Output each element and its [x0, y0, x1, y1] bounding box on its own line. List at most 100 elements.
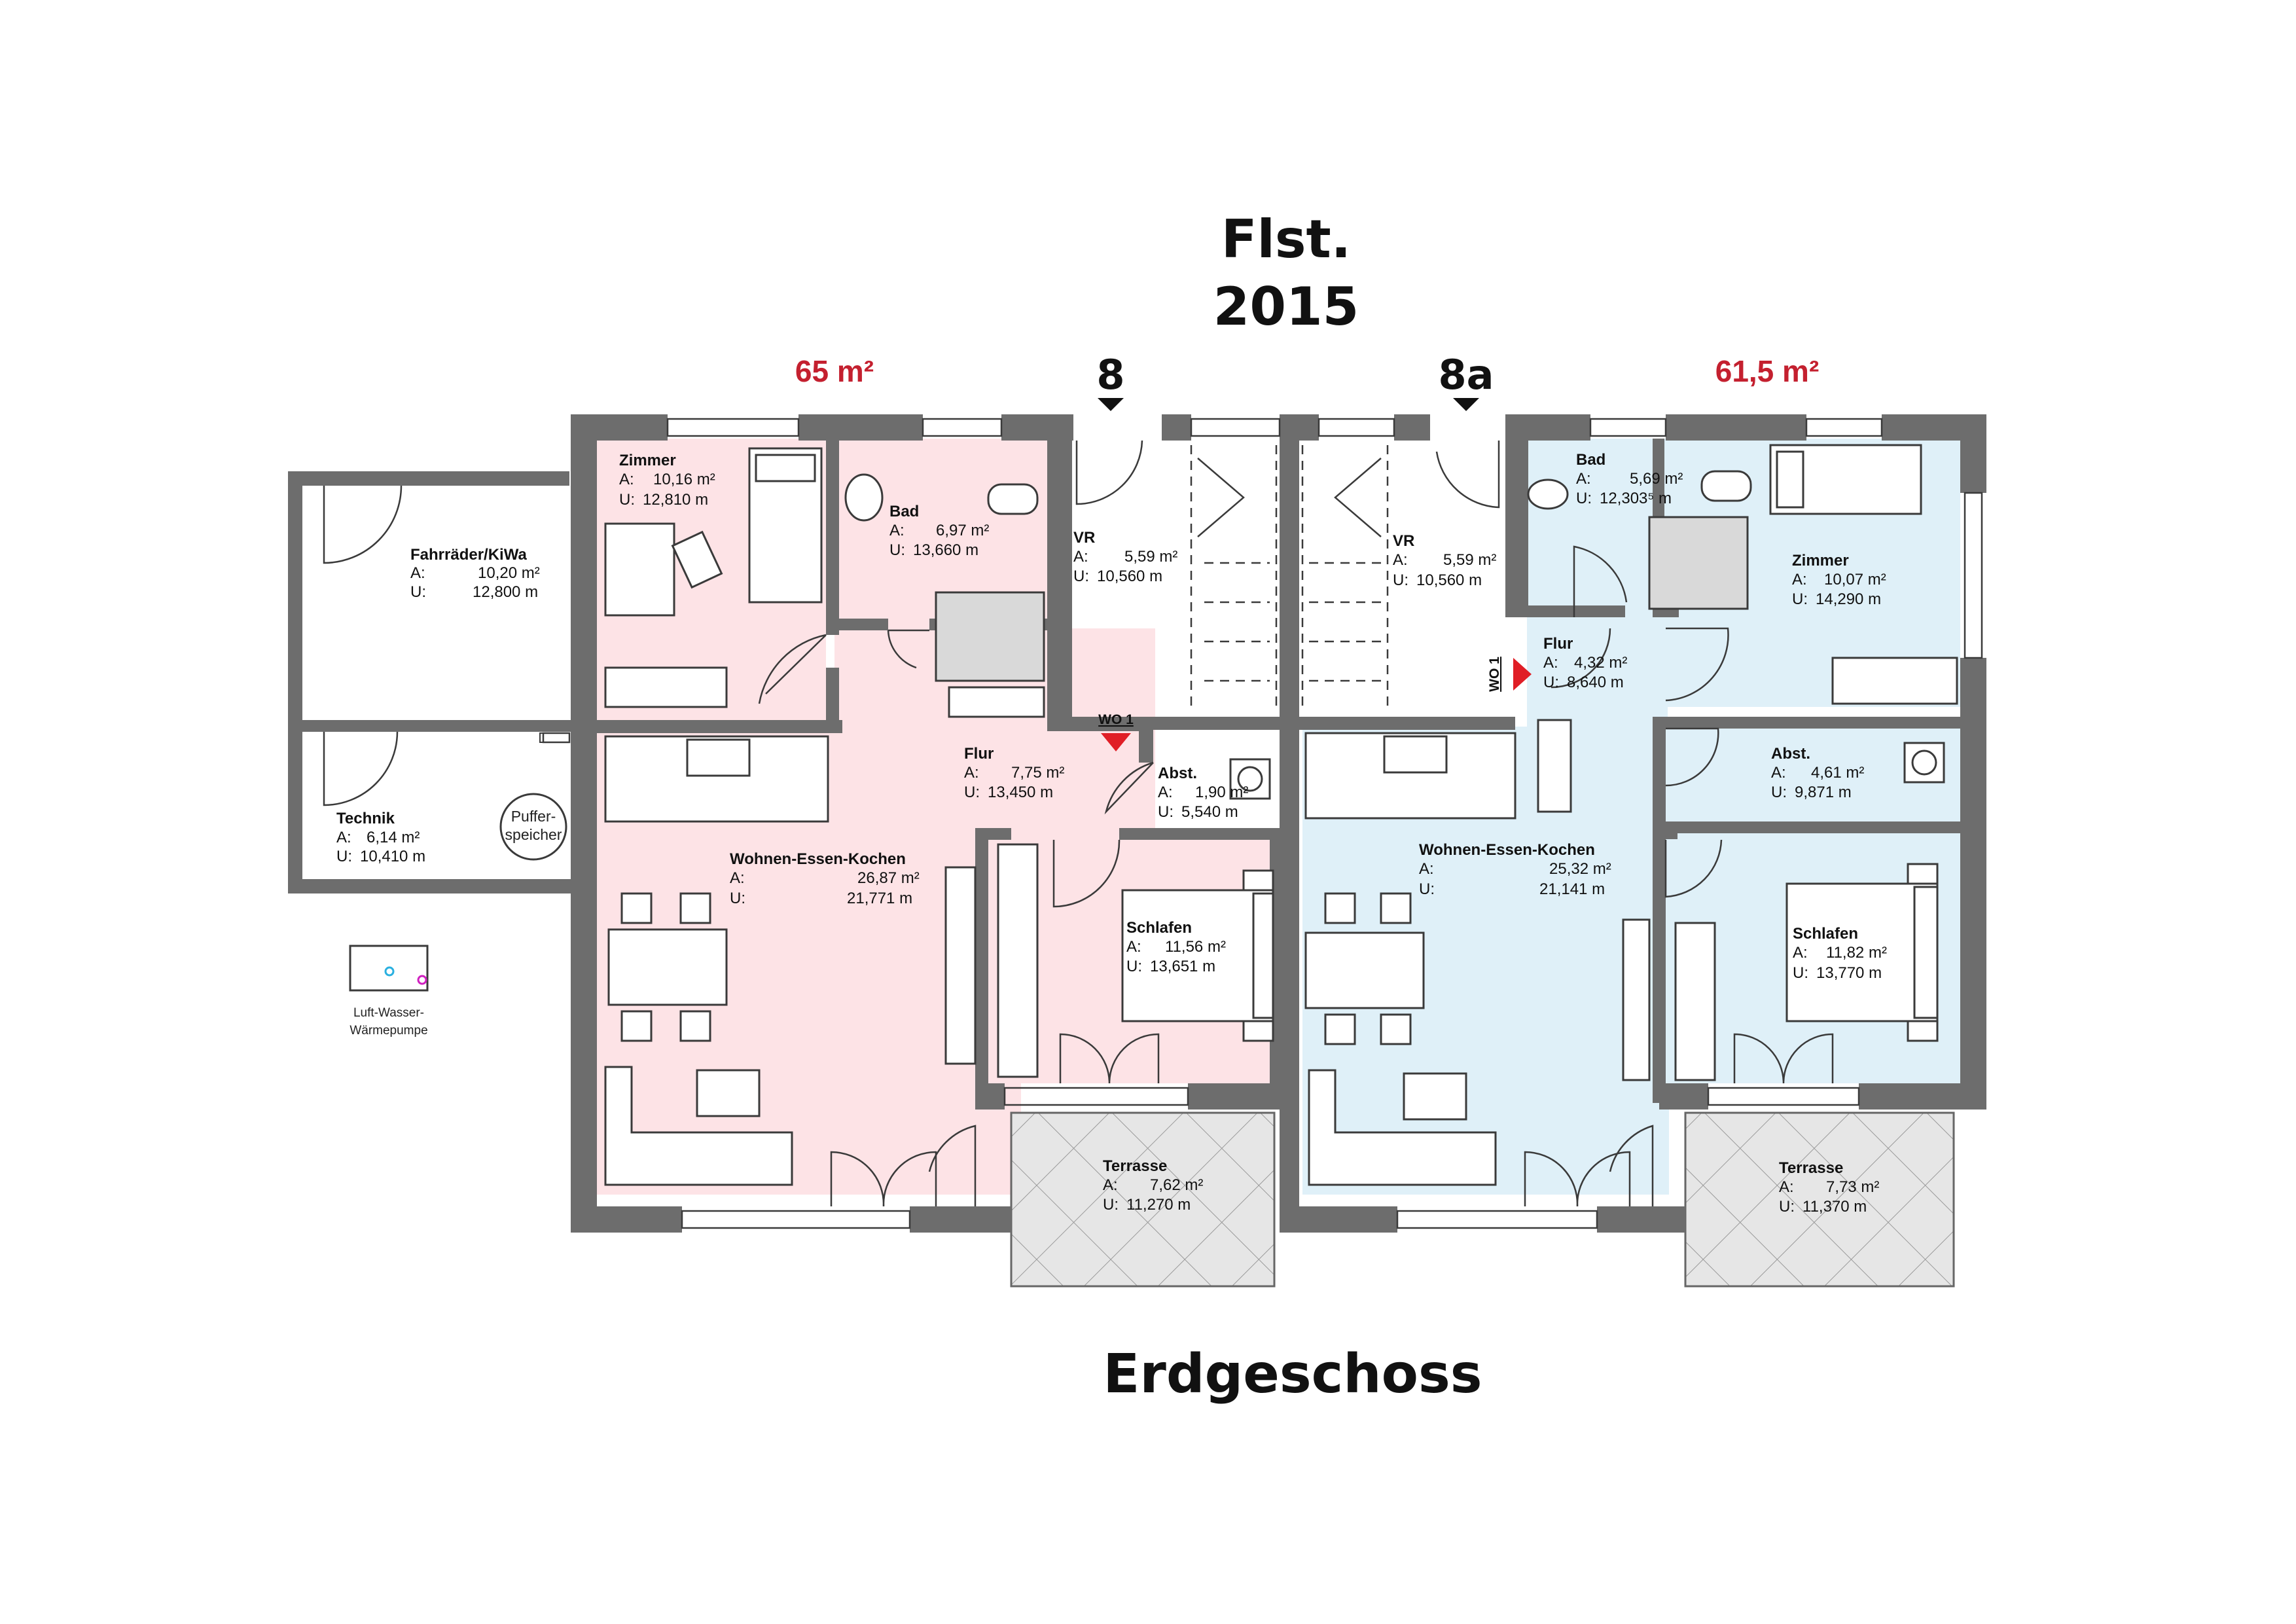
- room-perimeter: 12,810 m: [643, 491, 708, 509]
- room-name: Schlafen: [1126, 919, 1192, 937]
- room-labels: Fahrräder/KiWa A: 10,20 m² U: 12,800 m T…: [336, 451, 1887, 1216]
- room-name: Abst.: [1771, 745, 1810, 763]
- flst-number: 2015: [1213, 276, 1359, 337]
- shower-icon: [1648, 516, 1749, 610]
- room-perimeter: 21,771 m: [847, 890, 912, 907]
- room-perimeter: 8,640 m: [1567, 674, 1624, 691]
- room-area-label: A:: [1792, 571, 1807, 588]
- room-name: Wohnen-Essen-Kochen: [730, 850, 906, 868]
- furniture-right: [1304, 444, 1958, 1186]
- doors: [323, 440, 1834, 1207]
- house-number-left: 8: [1096, 351, 1124, 399]
- room-name: Flur: [1543, 635, 1573, 653]
- room-perimeter: 5,540 m: [1181, 803, 1238, 821]
- room-area: 6,97 m²: [936, 522, 989, 539]
- heat-pump-line1: Luft-Wasser-: [353, 1006, 424, 1020]
- room-name: Bad: [889, 503, 919, 520]
- room-area-label: A:: [1419, 860, 1434, 878]
- room-name: Schlafen: [1793, 925, 1858, 943]
- house-number-right: 8a: [1439, 351, 1494, 399]
- room-perimeter-label: U:: [619, 491, 635, 509]
- room-name: Terrasse: [1103, 1157, 1167, 1175]
- room-perimeter-label: U:: [730, 890, 745, 907]
- room-perimeter: 21,141 m: [1539, 880, 1605, 898]
- room-perimeter-label: U:: [1103, 1196, 1119, 1214]
- room-name: Zimmer: [1792, 552, 1849, 569]
- room-perimeter: 9,871 m: [1795, 784, 1852, 801]
- wardrobe-icon: [1674, 922, 1716, 1081]
- room-area: 5,69 m²: [1630, 470, 1683, 488]
- room-area: 11,82 m²: [1826, 944, 1887, 962]
- room-perimeter: 14,290 m: [1816, 590, 1881, 608]
- room-perimeter-label: U:: [1393, 571, 1408, 589]
- room-area-label: A:: [1158, 784, 1173, 801]
- wo1-right-label: WO 1: [1487, 657, 1502, 692]
- room-perimeter-label: U:: [1779, 1198, 1795, 1216]
- room-name: Bad: [1576, 451, 1605, 469]
- unit-right-area: 61,5 m²: [1715, 354, 1820, 388]
- room-name: Abst.: [1158, 765, 1197, 782]
- toilet-icon: [987, 483, 1039, 515]
- room-area: 11,56 m²: [1165, 938, 1226, 956]
- room-name: Technik: [336, 810, 395, 827]
- room-area-label: A:: [1103, 1176, 1118, 1194]
- room-perimeter-label: U:: [1543, 674, 1559, 691]
- pufferspeicher-line2: speicher: [505, 826, 562, 843]
- room-name: Zimmer: [619, 452, 676, 469]
- room-name: Terrasse: [1779, 1159, 1843, 1177]
- room-area: 7,62 m²: [1150, 1176, 1203, 1194]
- room-area-label: A:: [1793, 944, 1808, 962]
- room-perimeter-label: U:: [964, 784, 980, 801]
- room-perimeter: 10,410 m: [360, 848, 425, 865]
- room-perimeter: 10,560 m: [1097, 568, 1162, 585]
- room-area-label: A:: [1771, 764, 1786, 782]
- room-perimeter-label: U:: [1771, 784, 1787, 801]
- room-perimeter: 13,450 m: [988, 784, 1053, 801]
- dining-table-icon: [607, 928, 728, 1006]
- desk-icon: [604, 522, 675, 617]
- room-area: 1,90 m²: [1195, 784, 1248, 801]
- room-area-label: A:: [1576, 470, 1591, 488]
- fill-flur-right: [1527, 609, 1668, 727]
- flst-label: Flst.: [1221, 209, 1351, 270]
- room-perimeter: 13,770 m: [1816, 964, 1882, 982]
- room-area: 26,87 m²: [857, 869, 920, 887]
- room-area-label: A:: [1073, 548, 1088, 566]
- technik-equipment: Puffer- speicher Luft-Wasser- Wärmepumpe: [349, 732, 570, 1038]
- room-area: 5,59 m²: [1443, 551, 1496, 569]
- room-name: Fahrräder/KiWa: [410, 546, 527, 564]
- floor-title: Erdgeschoss: [1103, 1343, 1482, 1405]
- room-area: 10,07 m²: [1824, 571, 1886, 588]
- room-area: 10,16 m²: [653, 471, 715, 488]
- room-area: 7,75 m²: [1011, 764, 1064, 782]
- room-area-label: A:: [730, 869, 745, 887]
- room-name: VR: [1073, 529, 1095, 547]
- shower-icon: [935, 591, 1045, 682]
- room-area-label: A:: [336, 829, 351, 846]
- room-perimeter: 12,303⁵ m: [1600, 490, 1672, 507]
- room-area: 4,61 m²: [1811, 764, 1864, 782]
- room-perimeter-label: U:: [1126, 958, 1142, 975]
- wardrobe-icon: [997, 843, 1039, 1078]
- wo1-left-triangle-icon: [1101, 733, 1131, 751]
- room-perimeter: 10,560 m: [1416, 571, 1482, 589]
- room-area: 7,73 m²: [1826, 1178, 1879, 1196]
- walls: [288, 414, 1986, 1233]
- room-perimeter-label: U:: [1792, 590, 1808, 608]
- room-area-label: A:: [1543, 654, 1558, 672]
- heat-pump-line2: Wärmepumpe: [350, 1024, 427, 1038]
- dining-table-icon: [1304, 931, 1425, 1009]
- wo1-right-triangle-icon: [1513, 658, 1532, 691]
- room-perimeter-label: U:: [1073, 568, 1089, 585]
- tv-cabinet-icon: [944, 866, 977, 1065]
- stairs: [1190, 445, 1389, 707]
- room-area-label: A:: [1779, 1178, 1794, 1196]
- sink-icon: [1527, 478, 1569, 510]
- room-perimeter-label: U:: [1576, 490, 1592, 507]
- room-area: 6,14 m²: [367, 829, 420, 846]
- room-area-label: A:: [410, 564, 425, 582]
- room-area: 4,32 m²: [1574, 654, 1627, 672]
- room-perimeter-label: U:: [889, 541, 905, 559]
- terrasse-right-tiles: [1684, 1111, 1955, 1288]
